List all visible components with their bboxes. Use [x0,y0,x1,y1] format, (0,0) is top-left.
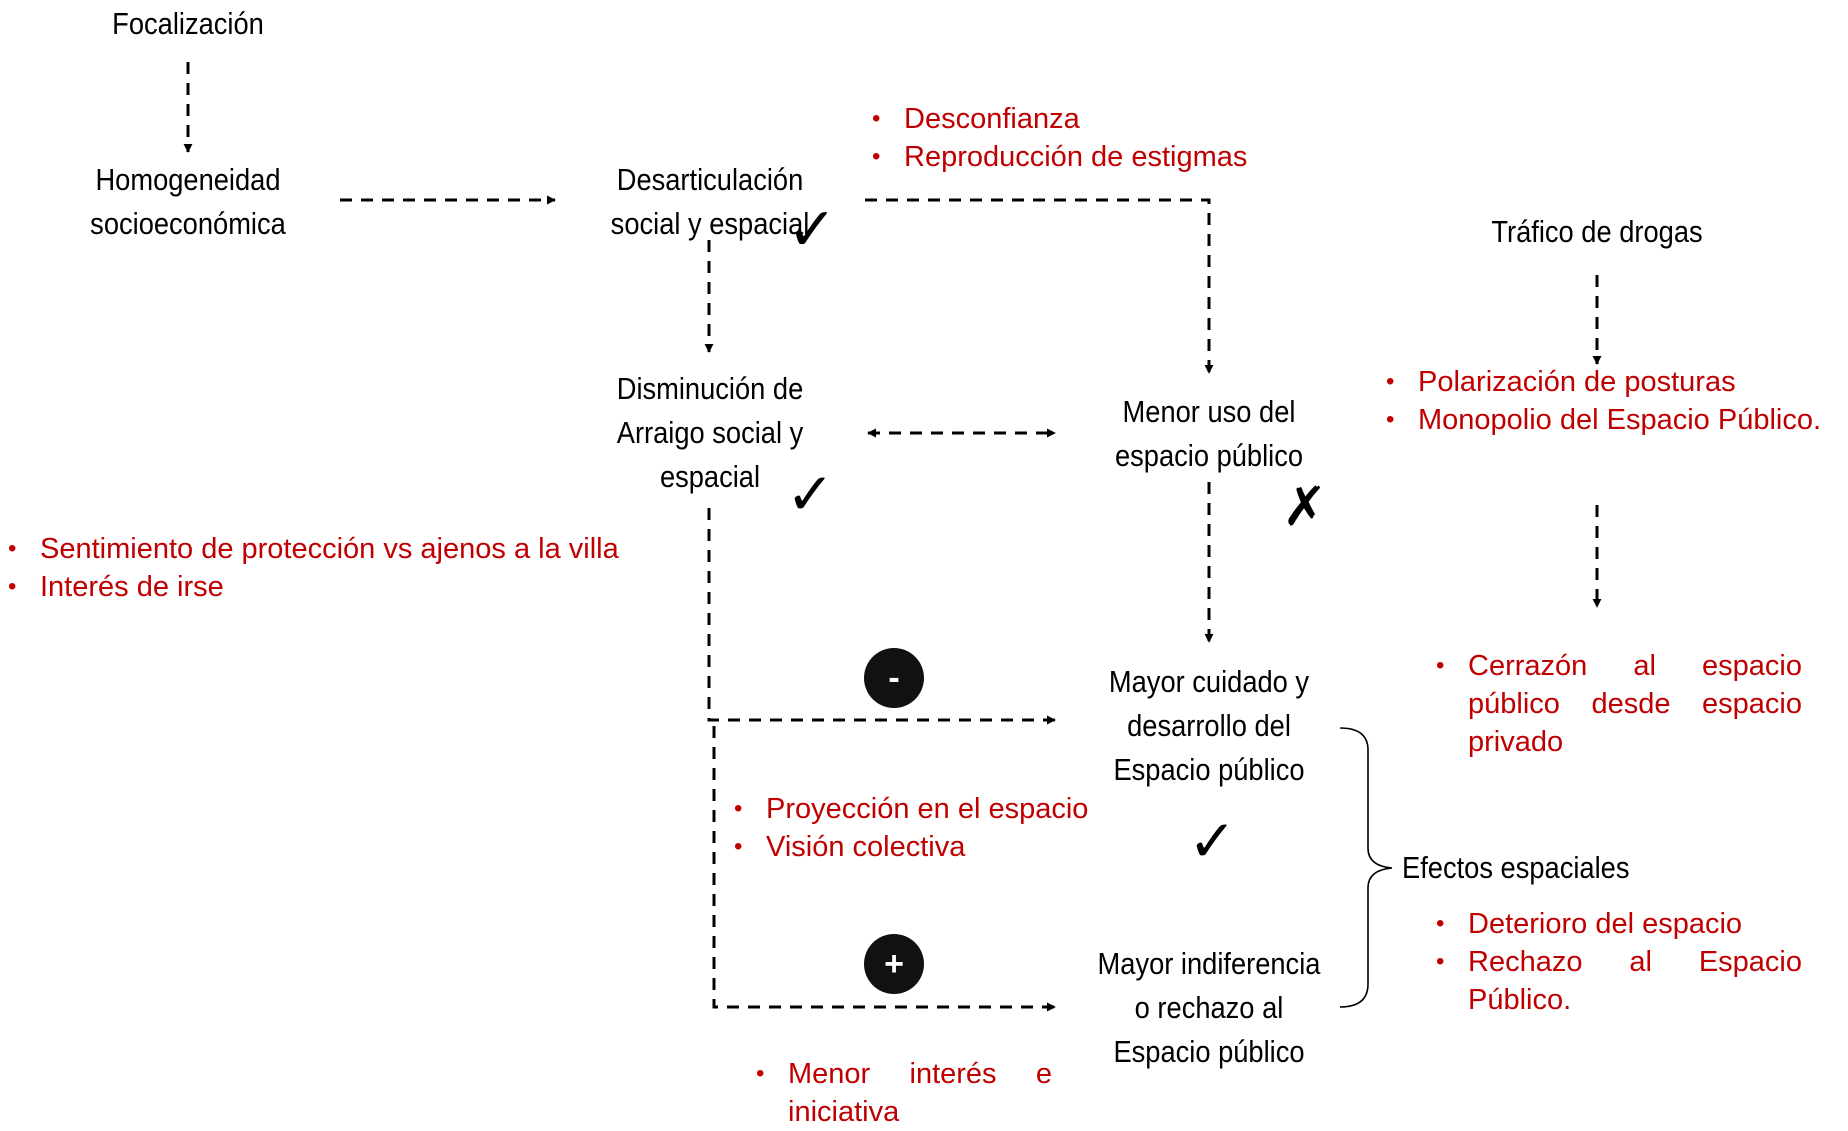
node-efectos: Efectos espaciales [1402,846,1666,890]
arrow-desarticulacion-to-menor-uso [865,198,1214,374]
node-text: social y espacial [610,206,810,241]
node-desarticulacion: Desarticulación social y espacial [587,158,833,246]
list-item: Proyección en el espacio [730,790,1150,828]
list-item: Interés de irse [4,568,704,606]
list-item: Monopolio del Espacio Público. [1382,401,1842,439]
node-text: socioeconómica [90,206,286,241]
node-text: Arraigo social y [616,415,804,450]
cross-icon: ✗ [1282,475,1328,538]
list-item: Polarización de posturas [1382,363,1842,401]
arrow-disminucion-to-mayor-cuidado [707,508,1056,725]
list-item: Deterioro del espacio [1432,905,1802,943]
node-text: Disminución de [616,371,804,406]
plus-badge: + [864,934,924,994]
node-text: Desarticulación [616,162,804,197]
node-text: Homogeneidad [95,162,281,197]
bullets-desconfianza: Desconfianza Reproducción de estigmas [868,100,1328,176]
node-text: Menor uso del [1122,394,1296,429]
bullets-sentimiento: Sentimiento de protección vs ajenos a la… [4,530,704,606]
node-disminucion: Disminución de Arraigo social y espacial [587,367,833,499]
bullets-cerrazon: Cerrazón al espacio público desde espaci… [1432,647,1802,761]
node-mayor-indiferencia: Mayor indiferencia o rechazo al Espacio … [1068,942,1350,1074]
node-text: espacial [659,459,761,494]
check-icon: ✓ [786,460,835,528]
node-text: Efectos espaciales [1402,850,1630,885]
list-item: Visión colectiva [730,828,1150,866]
node-text: desarrollo del [1127,708,1291,743]
list-item: Rechazo al Espacio Público. [1432,943,1802,1019]
check-icon: ✓ [787,195,838,265]
plus-icon: + [884,944,904,983]
list-item: Menor interés e iniciativa [752,1055,1052,1131]
node-mayor-cuidado: Mayor cuidado y desarrollo del Espacio p… [1077,660,1341,792]
node-text: Espacio público [1113,1034,1305,1069]
list-item: Cerrazón al espacio público desde espaci… [1432,647,1802,761]
node-focalizacion: Focalización [78,2,298,46]
bullets-proyeccion: Proyección en el espacio Visión colectiv… [730,790,1150,866]
bullets-menor-interes: Menor interés e iniciativa [752,1055,1052,1131]
node-text: Mayor indiferencia [1097,946,1321,981]
node-menor-uso: Menor uso del espacio público [1086,390,1332,478]
efectos-brace [1339,727,1393,1008]
list-item: Sentimiento de protección vs ajenos a la… [4,530,704,568]
node-text: Espacio público [1113,752,1305,787]
bullets-deterioro: Deterioro del espacio Rechazo al Espacio… [1432,905,1802,1019]
list-item: Desconfianza [868,100,1328,138]
node-homogeneidad: Homogeneidad socioeconómica [65,158,311,246]
node-text: o rechazo al [1134,990,1284,1025]
bullets-polarizacion: Polarización de posturas Monopolio del E… [1382,363,1842,439]
minus-icon: - [888,658,900,697]
node-text: Focalización [112,6,264,41]
node-text: Mayor cuidado y [1108,664,1310,699]
check-icon: ✓ [1188,807,1237,875]
arrow-disminucion-to-mayor-indiferencia [712,726,1056,1012]
node-text: espacio público [1114,438,1304,473]
node-trafico: Tráfico de drogas [1452,210,1742,254]
list-item: Reproducción de estigmas [868,138,1328,176]
minus-badge: - [864,648,924,708]
node-text: Tráfico de drogas [1491,214,1703,249]
